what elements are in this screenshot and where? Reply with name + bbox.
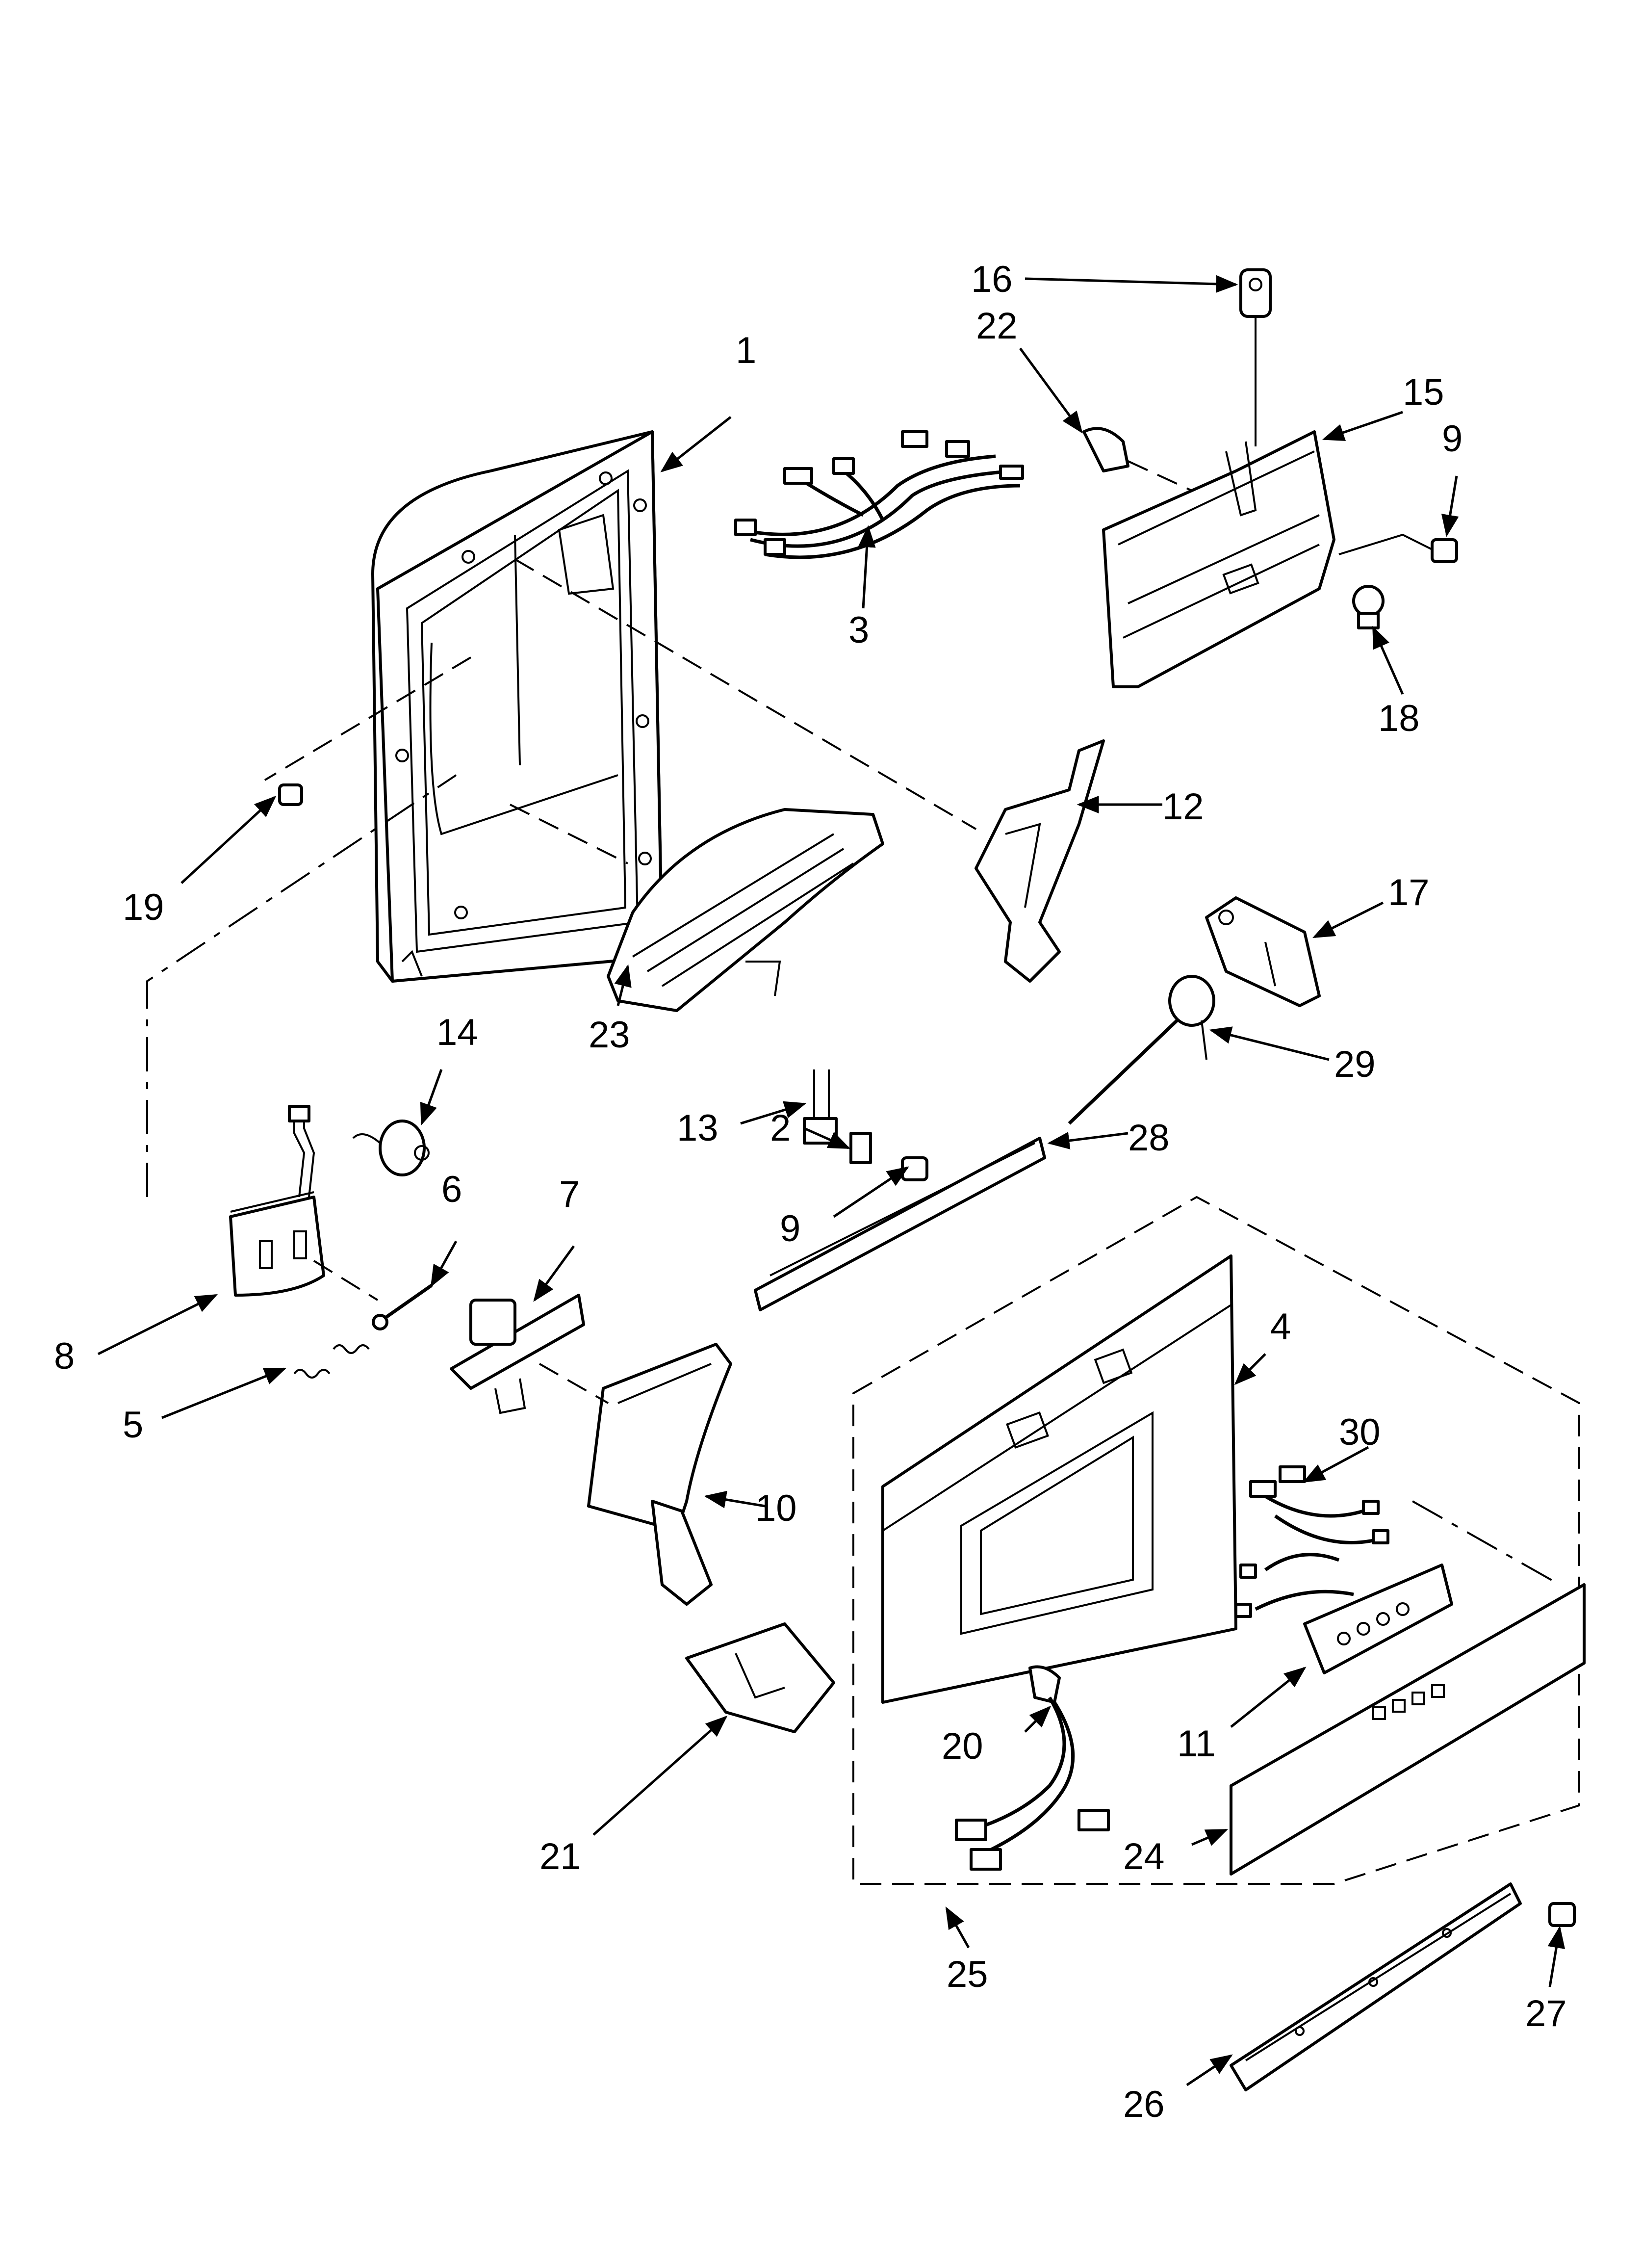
callout-12: 12	[1162, 786, 1204, 828]
assembly-25-outline	[852, 1196, 1580, 1885]
callout-18: 18	[1378, 698, 1420, 739]
callout-8: 8	[54, 1335, 75, 1377]
callout-5: 5	[123, 1404, 143, 1446]
part-17-bracket	[1205, 896, 1321, 1007]
part-2-clip	[849, 1132, 872, 1164]
callout-6: 6	[441, 1169, 462, 1210]
callout-17: 17	[1388, 872, 1430, 913]
callout-30: 30	[1339, 1411, 1381, 1453]
part-14-motor	[352, 1120, 430, 1176]
callout-7: 7	[559, 1173, 580, 1215]
callout-3: 3	[848, 609, 869, 651]
leader-lines	[97, 275, 1565, 2086]
part-26-rail	[1230, 1882, 1522, 2091]
part-18-socket	[1352, 585, 1385, 629]
callout-22: 22	[976, 305, 1018, 347]
part-30-harness	[1234, 1465, 1389, 1618]
callout-23: 23	[589, 1014, 630, 1056]
callout-28: 28	[1128, 1117, 1170, 1159]
callout-19: 19	[123, 886, 164, 928]
callout-9-middle: 9	[780, 1208, 800, 1250]
callout-16: 16	[971, 259, 1013, 300]
callout-13: 13	[677, 1107, 718, 1149]
part-15-bracket	[1102, 430, 1335, 688]
callout-25: 25	[947, 1954, 988, 1995]
part-13-clip	[803, 1069, 838, 1145]
callout-10: 10	[755, 1487, 797, 1529]
part-21-cup	[685, 1622, 835, 1733]
part-24-overlay	[1230, 1583, 1586, 1876]
guide-line-8	[146, 774, 457, 1197]
callout-9-upper: 9	[1442, 418, 1462, 460]
guide-line-23	[510, 804, 628, 864]
part-3-wire-harness	[734, 430, 1024, 559]
guide-line-11	[1412, 1500, 1560, 1586]
part-9-screw-upper	[1338, 533, 1458, 563]
part-11-control-board	[1303, 1564, 1453, 1674]
callout-29: 29	[1334, 1043, 1376, 1085]
callout-labels: 1 2 3 4 5 6 7 8 9 9 10 11 12 13 14 15 16…	[54, 259, 1567, 2125]
guide-line-12	[514, 558, 977, 830]
part-28-rail	[754, 1137, 1046, 1311]
part-20-harness	[955, 1665, 1110, 1871]
callout-21: 21	[539, 1836, 581, 1877]
part-27-screw	[1548, 1902, 1576, 1927]
part-16-switch	[1239, 268, 1272, 446]
callout-1: 1	[736, 330, 756, 371]
callout-2: 2	[770, 1107, 791, 1149]
part-8-module	[229, 1105, 325, 1297]
callout-24: 24	[1123, 1836, 1165, 1877]
part-23-grille	[607, 808, 884, 1012]
callout-27: 27	[1525, 1993, 1567, 2034]
part-19-screw	[278, 783, 303, 806]
callout-20: 20	[942, 1725, 983, 1767]
callout-15: 15	[1403, 371, 1444, 413]
part-22-bulb	[1082, 427, 1192, 492]
guide-line-19	[264, 656, 472, 781]
callout-14: 14	[436, 1012, 478, 1053]
part-12-lever	[975, 739, 1105, 983]
part-4-front-panel	[881, 1254, 1237, 1704]
part-1-housing	[371, 430, 664, 983]
callout-11: 11	[1177, 1723, 1216, 1765]
part-5-springs	[293, 1344, 370, 1379]
part-10-chute	[539, 1343, 732, 1606]
part-29-actuator	[1068, 975, 1215, 1125]
callout-26: 26	[1123, 2084, 1165, 2125]
part-7-lever	[450, 1294, 585, 1414]
part-6-pin	[372, 1284, 433, 1330]
callout-4: 4	[1270, 1306, 1291, 1348]
guide-line-6	[313, 1260, 379, 1301]
